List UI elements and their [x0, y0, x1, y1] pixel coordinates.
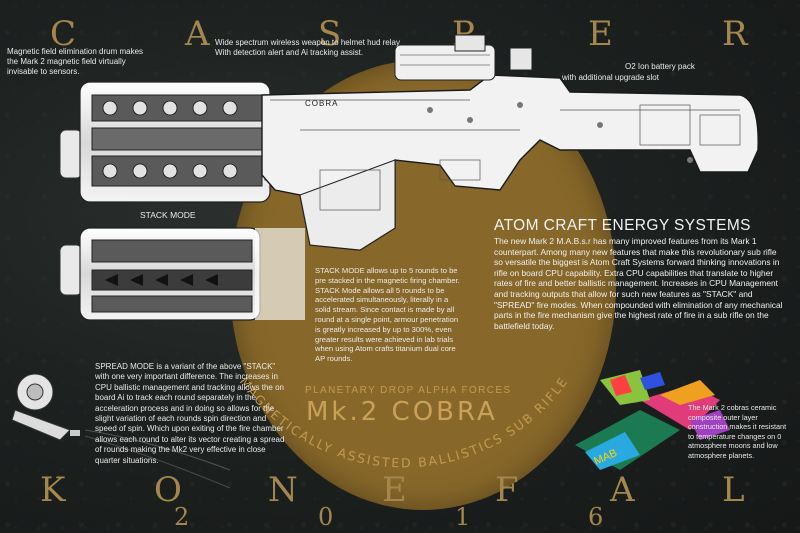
main-body-text: The new Mark 2 M.A.B.s.r has many improv…: [494, 236, 783, 331]
color-section-model: MAB: [575, 370, 730, 470]
letter-bottom-2: O: [154, 470, 182, 510]
spread-mode-text: SPREAD MODE is a variant of the above "S…: [95, 362, 285, 465]
year-digit-4: 6: [588, 503, 604, 531]
drum-note: Magnetic field elimination drum makes th…: [7, 47, 144, 76]
lower-drum: [59, 227, 305, 321]
letter-bottom-6: A: [610, 470, 635, 510]
letter-bottom-4: E: [382, 470, 407, 510]
year-digit-3: 1: [455, 503, 471, 531]
upper-drum: [59, 81, 278, 203]
hud-note-line2: With detection alert and Ai tracking ass…: [215, 48, 364, 57]
stack-mode-text: STACK MODE allows up to 5 rounds to be p…: [315, 266, 460, 364]
gun-brand: COBRA: [305, 99, 338, 108]
model-name: Mk.2 COBRA: [306, 397, 498, 427]
letter-bottom-7: L: [722, 470, 745, 510]
letter-top-6: R: [722, 14, 748, 54]
letter-bottom-3: N: [268, 470, 298, 510]
letter-bottom-5: F: [495, 470, 519, 510]
spread-mode-diagram: [11, 373, 231, 489]
letter-top-5: E: [588, 14, 613, 54]
letter-top-1: C: [50, 14, 77, 54]
battery-note-line2: with additional upgrade slot: [562, 73, 659, 82]
year-digit-1: 2: [174, 503, 190, 531]
ceramic-text: The Mark 2 cobras ceramic composite oute…: [688, 403, 787, 460]
rifle-body: [261, 34, 759, 251]
letter-top-2: A: [185, 14, 210, 54]
forces-line: PLANETARY DROP ALPHA FORCES: [305, 385, 512, 396]
year-digit-2: 0: [318, 503, 334, 531]
hud-note-line1: Wide spectrum wireless weapon to helmet …: [215, 38, 400, 47]
battery-note-line1: O2 Ion battery pack: [625, 62, 695, 71]
headline: ATOM CRAFT ENERGY SYSTEMS: [494, 217, 751, 234]
stack-mode-label: STACK MODE: [140, 210, 196, 220]
letter-bottom-1: K: [40, 470, 66, 510]
letter-top-3: S: [318, 14, 342, 54]
